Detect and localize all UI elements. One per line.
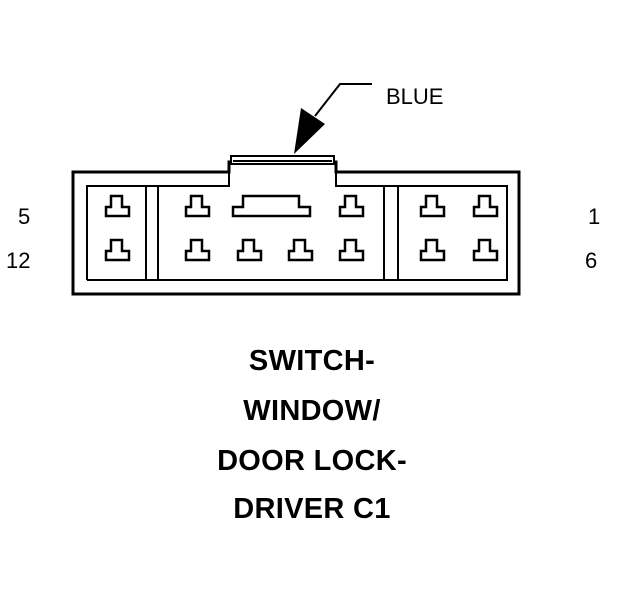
color-callout-arrow [294, 83, 372, 154]
pin-number-bottom-right: 6 [585, 248, 598, 273]
connector-title-line-1: SWITCH- [248, 345, 376, 377]
terminal-cavity-bottom-3 [236, 238, 263, 262]
connector-title-line-4: DRIVER C1 [233, 493, 391, 525]
connector-title-line-2: WINDOW/ [243, 395, 381, 427]
pin-number-top-right: 1 [588, 204, 601, 229]
terminal-cavity-top-2 [184, 194, 211, 218]
pin-number-bottom-left: 12 [6, 248, 31, 273]
connector-body [71, 160, 521, 296]
terminal-cavity-top-3 [338, 194, 365, 218]
wire-color-label: BLUE [386, 84, 444, 109]
terminal-cavities [104, 194, 499, 262]
terminal-cavity-top-5 [472, 194, 499, 218]
connector-title-line-3: DOOR LOCK- [217, 445, 407, 477]
terminal-cavity-bottom-7 [472, 238, 499, 262]
terminal-cavity-bottom-1 [104, 238, 131, 262]
connector-lock-tab [230, 155, 335, 165]
terminal-cavity-top-1 [104, 194, 131, 218]
pin-number-top-left: 5 [18, 204, 31, 229]
terminal-cavity-bottom-4 [287, 238, 314, 262]
terminal-cavity-bottom-5 [338, 238, 365, 262]
connector-cavity-outline [86, 172, 508, 281]
terminal-cavity-top-4 [419, 194, 446, 218]
terminal-cavity-bottom-6 [419, 238, 446, 262]
terminal-cavity-bottom-2 [184, 238, 211, 262]
terminal-cavity-top-wide [231, 194, 312, 218]
